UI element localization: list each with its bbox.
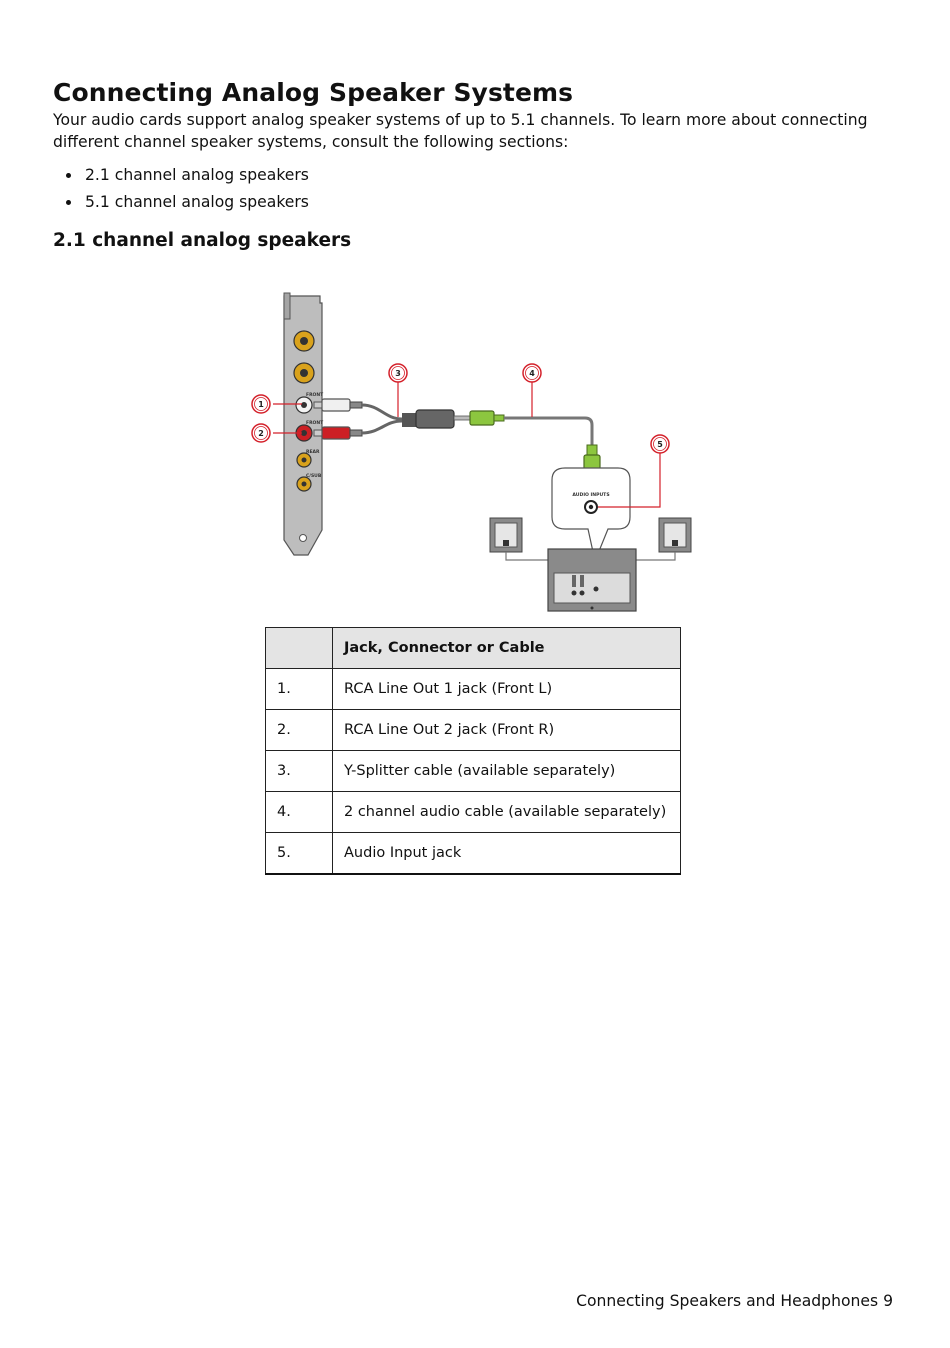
list-item[interactable]: 2.1 channel analog speakers: [53, 164, 309, 191]
section-heading: 2.1 channel analog speakers: [53, 230, 352, 251]
list-item[interactable]: 5.1 channel analog speakers: [53, 191, 309, 218]
table-row: 2. RCA Line Out 2 jack (Front R): [265, 709, 681, 751]
callout-number: 2: [258, 429, 264, 438]
jack-label: FRONT: [306, 392, 324, 398]
y-splitter-cable: [361, 403, 403, 435]
jack-label: FRONT: [306, 420, 324, 426]
callout-number: 3: [395, 369, 401, 378]
row-description: RCA Line Out 1 jack (Front L): [332, 668, 681, 710]
row-number: 4.: [265, 791, 333, 833]
intro-paragraph: Your audio cards support analog speaker …: [53, 111, 868, 151]
audio-cable: [504, 416, 594, 447]
row-number: 2.: [265, 709, 333, 751]
bullet-icon: [66, 200, 71, 205]
callout-1: 1: [251, 394, 271, 414]
table-header-cell: Jack, Connector or Cable: [332, 627, 681, 669]
row-description: Y-Splitter cable (available separately): [332, 750, 681, 792]
subwoofer: [547, 548, 637, 612]
bullet-icon: [66, 173, 71, 178]
jack-label: C/SUB: [306, 473, 322, 479]
legend-table: Jack, Connector or Cable 1. RCA Line Out…: [265, 627, 681, 875]
callout-2: 2: [251, 423, 271, 443]
table-row: 5. Audio Input jack: [265, 832, 681, 875]
list-item-label: 5.1 channel analog speakers: [85, 193, 309, 211]
section-list: 2.1 channel analog speakers 5.1 channel …: [53, 164, 309, 218]
callout-4: 4: [522, 363, 542, 383]
callout-3: 3: [388, 363, 408, 383]
table-row: 1. RCA Line Out 1 jack (Front L): [265, 668, 681, 710]
callout-number: 5: [657, 440, 663, 449]
callout-5: 5: [650, 434, 670, 454]
row-description: 2 channel audio cable (available separat…: [332, 791, 681, 833]
speaker-right: [658, 517, 692, 553]
page-footer: Connecting Speakers and Headphones 9: [576, 1292, 893, 1310]
speaker-left: [489, 517, 523, 553]
card-jacks: [293, 330, 315, 492]
table-header-row: Jack, Connector or Cable: [265, 627, 681, 669]
list-item-label: 2.1 channel analog speakers: [85, 166, 309, 184]
row-number: 5.: [265, 832, 333, 875]
row-description: RCA Line Out 2 jack (Front R): [332, 709, 681, 751]
stereo-plug-green: [453, 410, 505, 426]
y-splitter-body: [402, 409, 455, 429]
connection-diagram: FRONT FRONT REAR C/SUB AUDIO INPUTS: [251, 292, 692, 612]
row-number: 1.: [265, 668, 333, 710]
table-row: 3. Y-Splitter cable (available separatel…: [265, 750, 681, 792]
row-description: Audio Input jack: [332, 832, 681, 875]
table-header-cell: [265, 627, 333, 669]
callout-number: 4: [529, 369, 535, 378]
audio-inputs-label: AUDIO INPUTS: [572, 492, 609, 498]
rca-plug-red: [313, 426, 363, 440]
callout-number: 1: [258, 400, 264, 409]
jack-label: REAR: [306, 449, 320, 455]
audio-inputs-zoom: AUDIO INPUTS: [551, 467, 631, 564]
table-row: 4. 2 channel audio cable (available sepa…: [265, 791, 681, 833]
page-title: Connecting Analog Speaker Systems: [53, 78, 574, 107]
row-number: 3.: [265, 750, 333, 792]
